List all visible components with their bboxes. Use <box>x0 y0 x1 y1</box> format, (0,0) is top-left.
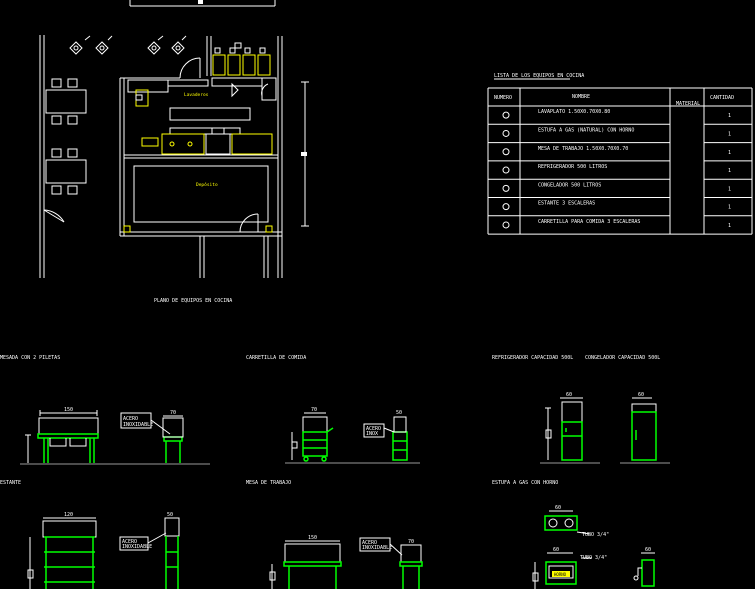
dining-table <box>45 148 87 195</box>
label-estufa: ESTUFA A GAS CON HORNO <box>492 480 558 486</box>
label-carretilla: CARRETILLA DE COMIDA <box>246 355 306 361</box>
plan-title: PLANO DE EQUIPOS EN COCINA <box>154 298 232 304</box>
svg-text:ACERO: ACERO <box>122 539 137 545</box>
note-tubo-2: TUBO 3/4" <box>580 555 607 561</box>
svg-text:60: 60 <box>553 547 559 553</box>
svg-text:60: 60 <box>645 547 651 553</box>
row-name: CONGELADOR 500 LITROS <box>538 182 601 188</box>
note-acero: ACERO <box>123 416 138 422</box>
label-refrigerador: REFRIGERADOR CAPACIDAD 500L <box>492 355 573 361</box>
note-tubo-1: TUBO 3/4" <box>582 532 609 538</box>
row-qty: 1 <box>728 168 731 174</box>
row-number-marker <box>502 111 510 119</box>
svg-text:70: 70 <box>170 410 176 416</box>
floor-plan: Lavaderos Depósito PLANO DE EQUIPOS EN C… <box>39 0 309 304</box>
svg-text:ACERO: ACERO <box>366 426 381 432</box>
svg-text:HORNO: HORNO <box>554 572 567 577</box>
row-number-marker <box>502 221 510 229</box>
row-number-marker <box>502 148 510 156</box>
row-qty: 1 <box>728 113 731 119</box>
row-qty: 1 <box>728 223 731 229</box>
row-qty: 1 <box>728 205 731 211</box>
kitchen-equipment <box>127 42 277 155</box>
svg-text:ACERO: ACERO <box>362 540 377 546</box>
header-cantidad: CANTIDAD <box>710 95 734 101</box>
row-qty: 1 <box>728 131 731 137</box>
food-cart-elevation: 70 50 ACERO INOX <box>285 407 420 464</box>
header-nombre: NOMBRE <box>572 94 590 100</box>
shelf-elevation: 120 50 ACERO INOXIDABLE <box>27 512 180 589</box>
gas-stove-elevation: 60 TUBO 3/4" 60 HORNO TUBO 3/4" 60 <box>532 505 655 589</box>
svg-text:INOXIDABLE: INOXIDABLE <box>362 545 392 551</box>
row-qty: 1 <box>728 186 731 192</box>
label-estante: ESTANTE <box>0 480 21 486</box>
room-label-deposito: Depósito <box>196 181 218 188</box>
work-table-elevation: 150 70 ACERO INOXIDABLE <box>269 535 423 589</box>
svg-text:150: 150 <box>308 535 317 541</box>
row-name: ESTUFA A GAS (NATURAL) CON HORNO <box>538 127 634 133</box>
svg-text:70: 70 <box>311 407 317 413</box>
row-number-marker <box>502 166 510 174</box>
row-name: REFRIGERADOR 500 LITROS <box>538 164 607 170</box>
svg-text:60: 60 <box>638 392 644 398</box>
row-number-marker <box>502 184 510 192</box>
row-number-marker <box>502 129 510 137</box>
label-congelador: CONGELADOR CAPACIDAD 500L <box>585 355 660 361</box>
header-numero: NUMERO <box>494 95 512 101</box>
row-number-marker <box>502 203 510 211</box>
row-name: ESTANTE 3 ESCALERAS <box>538 201 595 207</box>
svg-text:INOX: INOX <box>366 431 378 437</box>
lounge-chairs <box>69 35 187 55</box>
svg-text:70: 70 <box>408 539 414 545</box>
svg-text:50: 50 <box>167 512 173 518</box>
note-inox: INOXIDABLE <box>123 422 153 428</box>
header-material: MATERIAL <box>676 101 700 107</box>
row-name: CARRETILLA PARA COMIDA 3 ESCALERAS <box>538 219 640 225</box>
svg-text:50: 50 <box>396 410 402 416</box>
refrigerator-elevation: 60 <box>540 392 600 464</box>
svg-text:60: 60 <box>555 505 561 511</box>
svg-text:60: 60 <box>566 392 572 398</box>
row-name: MESA DE TRABAJO 1.50X0.70X0.70 <box>538 146 628 152</box>
svg-text:150: 150 <box>64 407 73 413</box>
label-mesa: MESA DE TRABAJO <box>246 480 291 486</box>
equipment-table: LISTA DE LOS EQUIPOS EN COCINA NUMERO NOM… <box>487 73 753 235</box>
table-title: LISTA DE LOS EQUIPOS EN COCINA <box>494 73 584 79</box>
dining-table <box>45 78 87 125</box>
svg-text:INOXIDABLE: INOXIDABLE <box>122 544 152 550</box>
sink-counter-elevation: 150 70 ACERO INOXIDABLE <box>20 407 210 465</box>
svg-text:120: 120 <box>64 512 73 518</box>
freezer-elevation: 60 <box>620 392 670 464</box>
row-qty: 1 <box>728 150 731 156</box>
label-mesada: MESADA CON 2 PILETAS <box>0 355 60 361</box>
row-name: LAVAPLATO 1.50X0.70X0.80 <box>538 109 610 115</box>
room-label-lavaderos: Lavaderos <box>184 92 209 98</box>
